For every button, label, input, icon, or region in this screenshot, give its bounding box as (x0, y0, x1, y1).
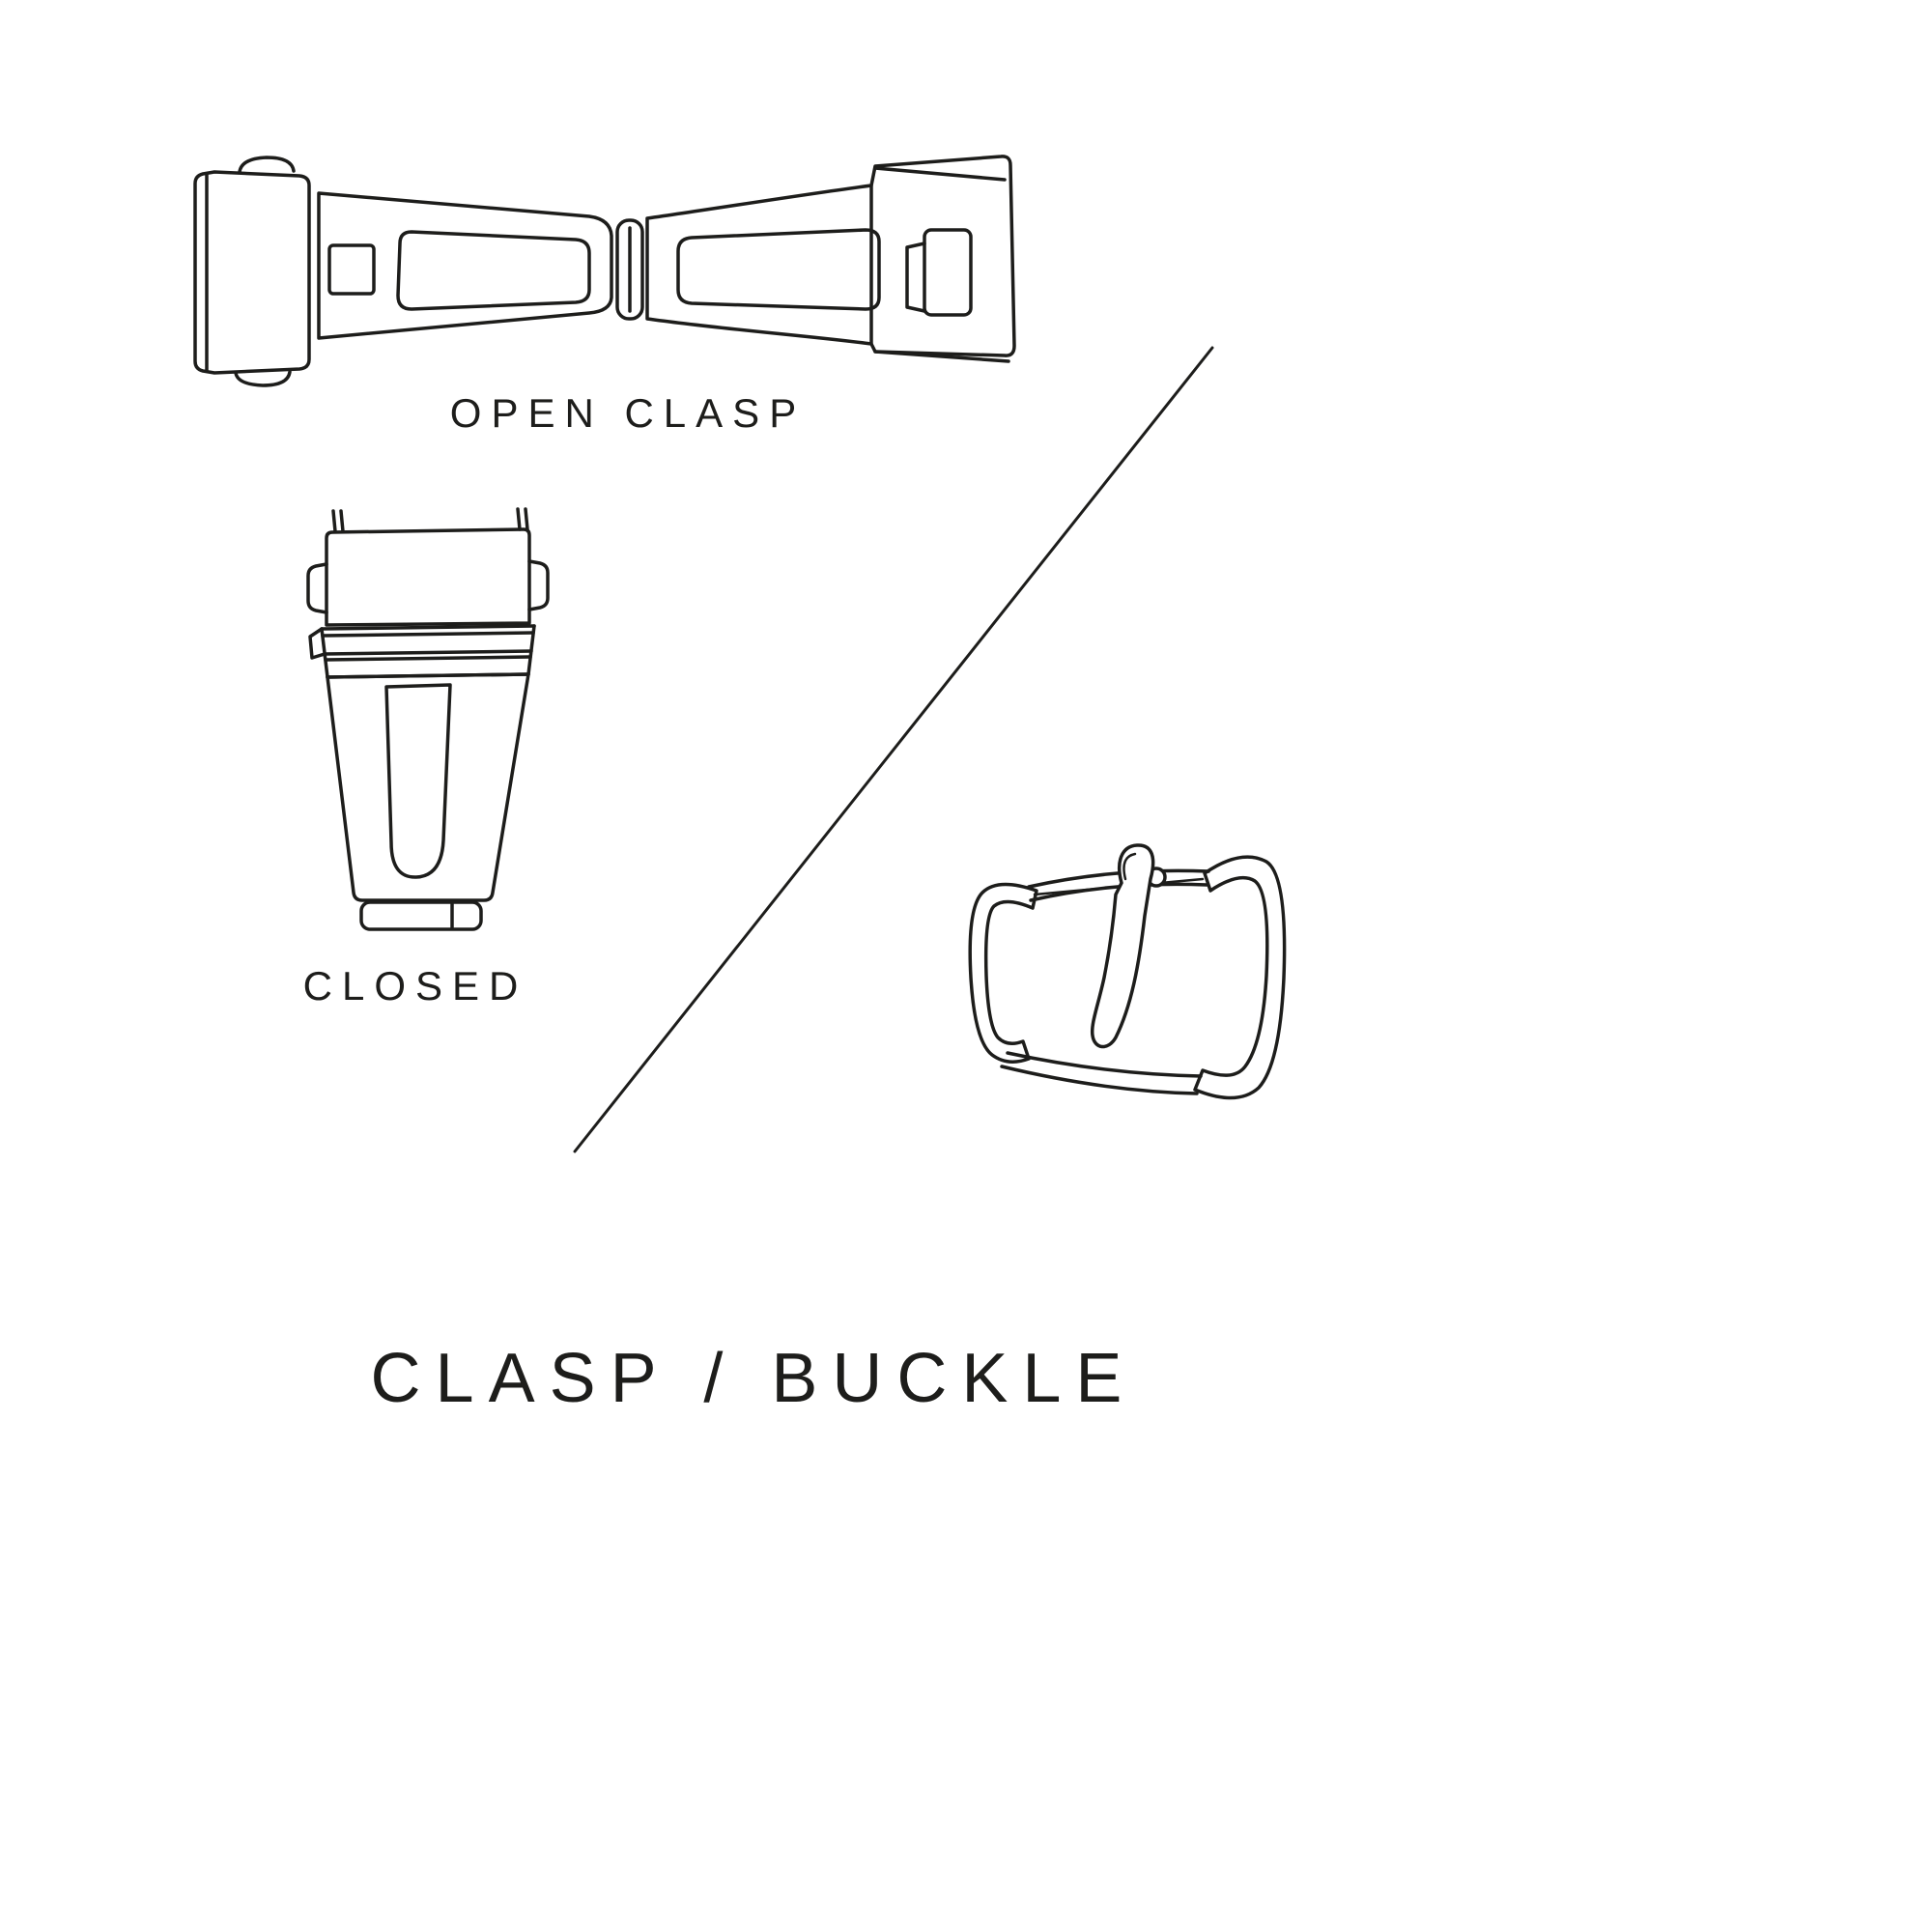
open-clasp-illustration (174, 143, 1024, 389)
pin-buckle-drawing (968, 843, 1287, 1100)
page-title: CLASP / BUCKLE (370, 1340, 1137, 1417)
open-clasp-label: OPEN CLASP (449, 390, 807, 436)
pin-buckle-illustration (952, 833, 1294, 1122)
diagonal-divider-line (573, 346, 1214, 1153)
open-clasp-drawing (193, 155, 1016, 387)
closed-clasp-illustration (290, 502, 570, 947)
closed-clasp-drawing (306, 507, 550, 931)
diagonal-divider (560, 338, 1227, 1159)
closed-clasp-label: CLOSED (302, 963, 528, 1009)
